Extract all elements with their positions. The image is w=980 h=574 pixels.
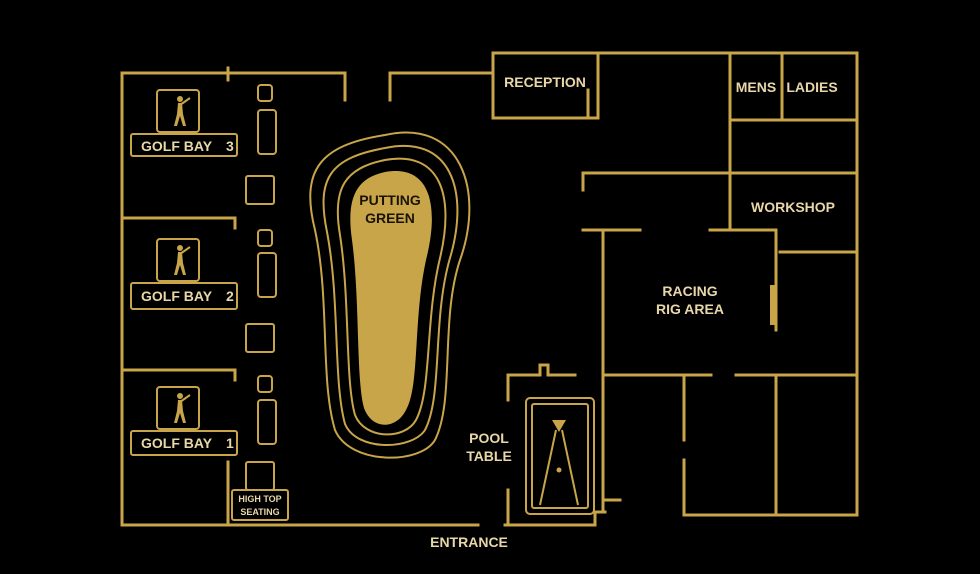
golfer-icon-figure xyxy=(174,96,191,126)
reception-label: RECEPTION xyxy=(504,74,586,90)
workshop-label: WORKSHOP xyxy=(751,199,835,215)
golf-bay-1[interactable]: GOLF BAY 1 xyxy=(130,386,238,456)
lounge-furniture xyxy=(231,84,289,521)
bar-stool-icon xyxy=(245,461,275,491)
reception-room xyxy=(491,51,600,120)
golf-bay-3-label-box xyxy=(130,133,238,157)
lounge-chair-icon xyxy=(257,84,273,102)
golfer-icon-figure xyxy=(174,245,191,275)
racing-rig-label-1: RACING xyxy=(662,283,717,299)
sofa-icon xyxy=(257,109,277,155)
entrance-label: ENTRANCE xyxy=(430,534,508,550)
golfer-icon xyxy=(156,89,200,133)
interior-walls xyxy=(581,171,859,517)
outer-walls xyxy=(120,51,859,527)
bar-stool-icon xyxy=(245,175,275,205)
lounge-chair-icon xyxy=(257,229,273,247)
golfer-icon xyxy=(156,386,200,430)
golf-bay-3-number: 3 xyxy=(226,138,234,154)
sofa-icon xyxy=(257,399,277,445)
putting-green-label-2: GREEN xyxy=(365,210,415,226)
golf-bay-2-label: GOLF BAY xyxy=(141,288,213,304)
high-top-seating-label-1: HIGH TOP xyxy=(238,494,281,504)
mens-label: MENS xyxy=(736,79,776,95)
pool-table-label-1: POOL xyxy=(469,430,509,446)
golf-bay-2-label-box xyxy=(130,282,238,310)
golfer-icon-figure xyxy=(174,393,191,423)
ladies-label: LADIES xyxy=(786,79,837,95)
high-top-seating-box xyxy=(231,489,289,521)
sofa-icon xyxy=(257,252,277,298)
golf-bay-1-label-box xyxy=(130,430,238,456)
racing-rig-label-2: RIG AREA xyxy=(656,301,724,317)
golfer-icon xyxy=(156,238,200,282)
golf-bay-partitions xyxy=(120,66,237,527)
golf-bay-1-label: GOLF BAY xyxy=(141,435,213,451)
pool-room-walls xyxy=(506,363,622,527)
golf-bay-3[interactable]: GOLF BAY 3 xyxy=(130,89,238,157)
restrooms xyxy=(728,51,859,174)
billiard-table-icon xyxy=(525,397,595,515)
putting-green-label-1: PUTTING xyxy=(359,192,421,208)
golf-bay-3-label: GOLF BAY xyxy=(141,138,213,154)
golf-bay-1-number: 1 xyxy=(226,435,234,451)
pool-table-label-2: TABLE xyxy=(466,448,512,464)
bar-stool-icon xyxy=(245,323,275,353)
golf-bay-2[interactable]: GOLF BAY 2 xyxy=(130,238,238,310)
golf-bay-2-number: 2 xyxy=(226,288,234,304)
putting-green xyxy=(309,131,471,459)
lounge-chair-icon xyxy=(257,375,273,393)
high-top-seating-label-2: SEATING xyxy=(240,507,279,517)
